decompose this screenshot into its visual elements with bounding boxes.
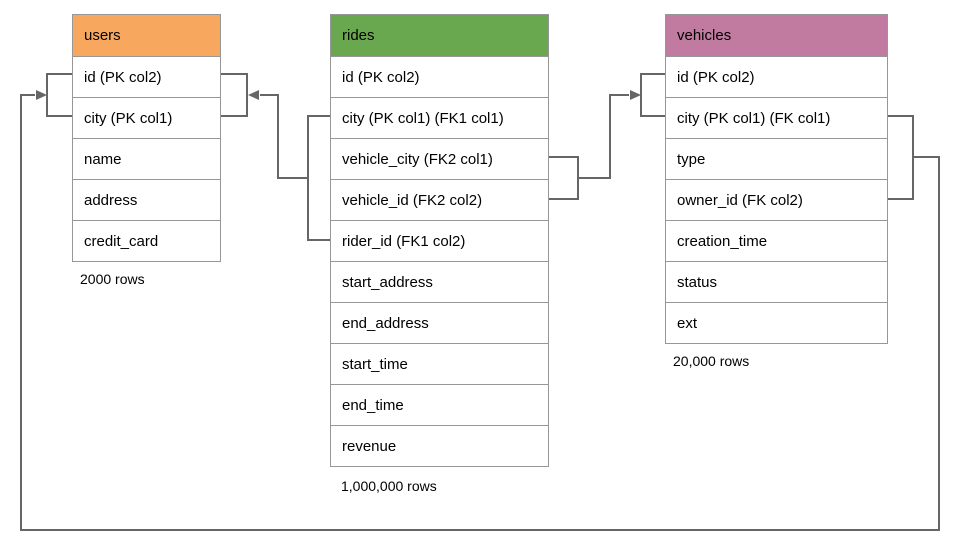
table-header-vehicles: vehicles — [666, 15, 887, 56]
vehicles-left-pk-bracket — [640, 73, 665, 117]
column-row: start_time — [331, 343, 548, 384]
table-rides: rides id (PK col2) city (PK col1) (FK1 c… — [330, 14, 549, 467]
fk1-rides-to-users-line — [260, 94, 308, 179]
column-row: end_address — [331, 302, 548, 343]
column-row: address — [73, 179, 220, 220]
column-row: vehicle_city (FK2 col1) — [331, 138, 548, 179]
column-row: city (PK col1) (FK col1) — [666, 97, 887, 138]
column-row: creation_time — [666, 220, 887, 261]
column-row: status — [666, 261, 887, 302]
arrowhead-to-vehicles — [630, 90, 641, 100]
column-row: city (PK col1) — [73, 97, 220, 138]
column-row: ext — [666, 302, 887, 343]
column-row: type — [666, 138, 887, 179]
vehicles-row-count-label: 20,000 rows — [673, 353, 750, 369]
fk2-rides-to-vehicles-line — [578, 94, 629, 179]
users-right-pk-bracket — [221, 73, 248, 117]
column-row: start_address — [331, 261, 548, 302]
column-row: city (PK col1) (FK1 col1) — [331, 97, 548, 138]
column-row: rider_id (FK1 col2) — [331, 220, 548, 261]
column-row: name — [73, 138, 220, 179]
users-row-count-label: 2000 rows — [80, 271, 145, 287]
column-row: vehicle_id (FK2 col2) — [331, 179, 548, 220]
rides-right-fk2-bracket — [549, 156, 579, 200]
vehicles-right-fk-bracket — [888, 115, 914, 200]
column-row: credit_card — [73, 220, 220, 261]
rides-left-fk1-bracket — [307, 115, 330, 241]
users-left-pk-bracket — [46, 73, 72, 117]
arrowhead-to-users-left — [36, 90, 47, 100]
table-header-users: users — [73, 15, 220, 56]
column-row: id (PK col2) — [73, 56, 220, 97]
arrowhead-to-users-right — [248, 90, 259, 100]
column-row: id (PK col2) — [666, 56, 887, 97]
column-row: revenue — [331, 425, 548, 466]
table-users: users id (PK col2) city (PK col1) name a… — [72, 14, 221, 262]
column-row: owner_id (FK col2) — [666, 179, 887, 220]
rides-row-count-label: 1,000,000 rows — [341, 478, 437, 494]
table-vehicles: vehicles id (PK col2) city (PK col1) (FK… — [665, 14, 888, 344]
column-row: end_time — [331, 384, 548, 425]
column-row: id (PK col2) — [331, 56, 548, 97]
table-header-rides: rides — [331, 15, 548, 56]
